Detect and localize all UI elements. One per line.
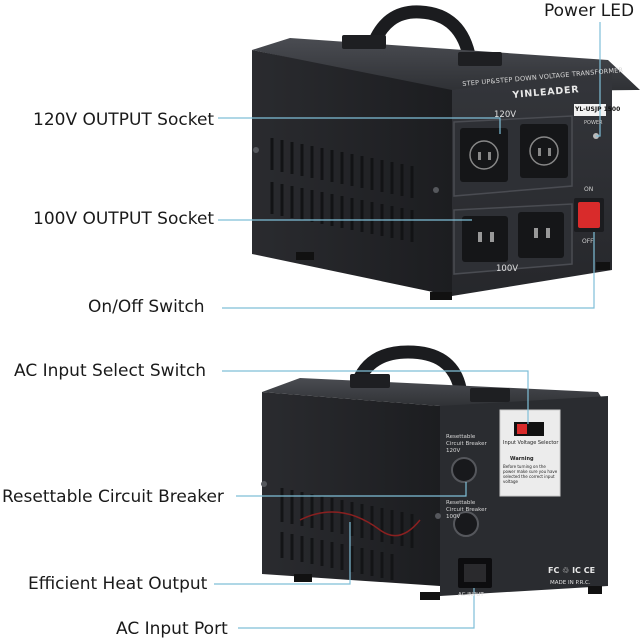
front-120v-label: 120V [494,110,517,120]
carry-handle-top [365,5,477,67]
breaker-100-label: Resettable Circuit Breaker 100V [446,500,487,520]
warning-title: Warning [510,456,534,462]
socket-plate-100v [453,203,573,275]
callout-100v-output: 100V OUTPUT Socket [33,209,215,229]
warning-text: Before turning on the power make sure yo… [503,464,558,484]
front-power-label: POWER [584,120,603,126]
callout-circuit-breaker: Resettable Circuit Breaker [2,487,224,507]
callout-ac-input-port: AC Input Port [116,619,228,639]
front-off-label: OFF [582,238,594,245]
callout-ac-input-select: AC Input Select Switch [14,361,207,381]
callout-lines [214,22,601,629]
front-on-label: ON [584,186,594,193]
cert-marks: FC ♲ IC CE [548,566,596,575]
front-transformer [252,5,640,300]
callout-on-off-switch: On/Off Switch [88,297,205,317]
selector-title: Input Voltage Selector [503,440,559,446]
front-model-tag: YL-USJP 1500 [575,106,621,113]
callout-power-led: Power LED [544,1,635,21]
breaker-120-label: Resettable Circuit Breaker 120V [446,434,487,454]
on-off-switch[interactable] [578,202,600,228]
front-100v-label: 100V [496,264,519,274]
back-transformer [261,345,608,600]
carry-handle-bottom [351,345,467,395]
breaker-100v[interactable] [453,511,479,537]
socket-plate-120v [453,115,573,197]
made-in-label: MADE IN P.R.C. [550,580,591,586]
callout-120v-output: 120V OUTPUT Socket [33,110,215,130]
callout-heat-output: Efficient Heat Output [28,574,208,594]
ac-input-label: AC INPUT [458,592,484,598]
side-vents-top [270,138,414,242]
breaker-120v[interactable] [451,457,477,483]
